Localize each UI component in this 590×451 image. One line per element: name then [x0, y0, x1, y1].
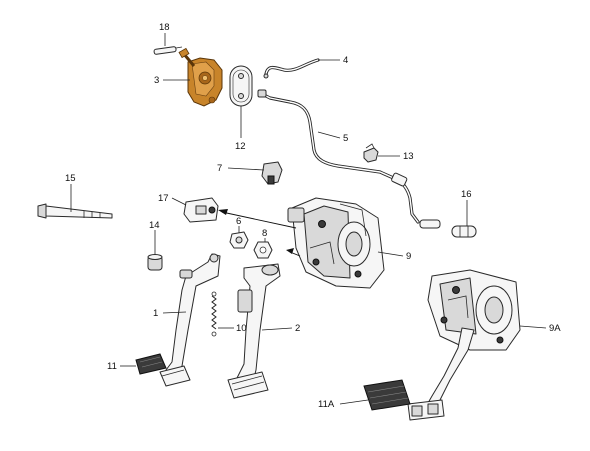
- part-11-pedal-pad: [135, 353, 167, 375]
- assembly-arrows: [218, 209, 301, 257]
- label-6: 6: [236, 216, 241, 227]
- label-9a: 9A: [549, 323, 561, 334]
- label-14: 14: [149, 220, 160, 231]
- label-16: 16: [461, 189, 472, 200]
- leader-lines: [70, 33, 547, 405]
- part-9a-pedal-arm: [407, 327, 475, 421]
- part-1-clutch-pedal: [159, 253, 221, 387]
- label-13: 13: [403, 151, 414, 162]
- label-7: 7: [217, 163, 222, 174]
- label-1: 1: [153, 308, 158, 319]
- label-15: 15: [65, 173, 76, 184]
- label-8: 8: [262, 228, 267, 239]
- label-5: 5: [343, 133, 348, 144]
- label-17: 17: [158, 193, 169, 204]
- part-15-bolt: [37, 203, 113, 219]
- label-10: 10: [236, 323, 247, 334]
- label-3: 3: [154, 75, 159, 86]
- callout-labels: 18 3 4 12 5 13 7 15 16 17 6 8 14 9 1 10 …: [65, 22, 561, 410]
- part-2-brake-pedal: [227, 263, 281, 399]
- part-4-hose: [263, 58, 320, 79]
- part-8-nut: [253, 241, 273, 259]
- part-17-sensor: [183, 197, 219, 223]
- part-11a-pedal-pad: [363, 379, 411, 411]
- part-3-master-cylinder: [178, 47, 223, 107]
- label-18: 18: [159, 22, 170, 33]
- label-9: 9: [406, 251, 411, 262]
- label-11a: 11A: [318, 399, 335, 410]
- part-9-bracket: [287, 197, 385, 289]
- part-6-clip: [229, 231, 249, 249]
- part-5-pipe: [257, 89, 420, 224]
- label-2: 2: [295, 323, 300, 334]
- label-12: 12: [235, 141, 246, 152]
- label-4: 4: [343, 55, 348, 66]
- part-18-pin: [153, 46, 183, 55]
- part-16-pin: [419, 219, 477, 238]
- part-14-bushing: [147, 254, 163, 271]
- label-11: 11: [107, 361, 117, 372]
- part-9a-pedal-box: [427, 269, 521, 351]
- part-7-switch: [261, 161, 283, 185]
- part-12-seal-plate: [229, 65, 253, 107]
- part-13-clip: [363, 143, 379, 163]
- part-10-spring: [211, 291, 217, 337]
